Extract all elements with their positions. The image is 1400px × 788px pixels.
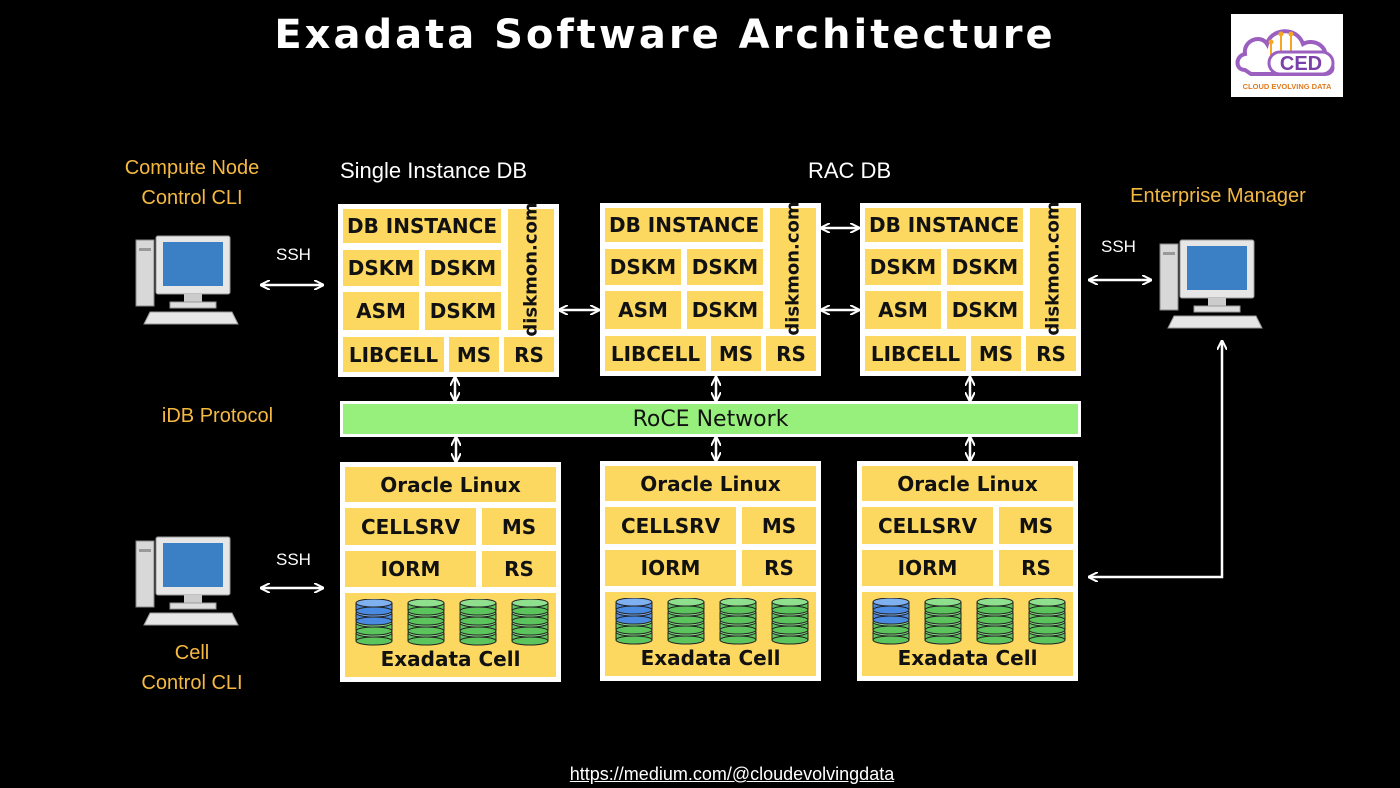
rac-db-label: RAC DB bbox=[808, 158, 892, 183]
db-node-rac-1: DB INSTANCE DSKM DSKM ASM DSKM diskmon.c… bbox=[600, 201, 821, 376]
computer-icon bbox=[1159, 239, 1263, 329]
computer-icon bbox=[135, 536, 239, 626]
cellsrv-box: CELLSRV bbox=[862, 507, 993, 544]
diskmon-box: diskmon.com bbox=[508, 202, 554, 337]
disk-stack-icon bbox=[719, 598, 757, 645]
compute-cli-line1: Compute Node bbox=[124, 157, 260, 179]
disk-stack-icon bbox=[459, 599, 497, 646]
disk-stack-icon bbox=[976, 598, 1014, 645]
dskm-box: DSKM bbox=[605, 249, 681, 285]
ssh-label-em: SSH bbox=[1101, 237, 1136, 256]
iorm-box: IORM bbox=[862, 550, 993, 586]
cell-cli-line2: Control CLI bbox=[141, 672, 243, 694]
cell-cli-line1: Cell bbox=[174, 642, 210, 664]
rs-box: RS bbox=[1026, 336, 1076, 371]
asm-box: ASM bbox=[605, 291, 681, 329]
disk-stack-icon bbox=[511, 599, 549, 646]
page-title: Exadata Software Architecture bbox=[274, 12, 1056, 58]
storage-disks-icon bbox=[615, 598, 809, 645]
cloud-logo-icon: CED CLOUD EVOLVING DATA bbox=[1235, 29, 1335, 91]
asm-box: ASM bbox=[865, 291, 941, 329]
ms-box: MS bbox=[999, 507, 1073, 544]
exadata-cell-label: Exadata Cell bbox=[640, 646, 781, 670]
ms-box: MS bbox=[449, 337, 499, 372]
iorm-box: IORM bbox=[605, 550, 736, 586]
disk-stack-icon bbox=[1028, 598, 1066, 645]
ms-box: MS bbox=[482, 508, 556, 545]
dskm-box: DSKM bbox=[687, 291, 763, 329]
dskm-box: DSKM bbox=[947, 291, 1023, 329]
libcell-box: LIBCELL bbox=[343, 337, 444, 372]
exadata-cell-label: Exadata Cell bbox=[897, 646, 1038, 670]
dskm-box: DSKM bbox=[425, 250, 501, 286]
disk-stack-icon bbox=[667, 598, 705, 645]
exadata-cell-node: Oracle Linux CELLSRV MS IORM RS Exadata … bbox=[600, 461, 821, 681]
single-instance-label: Single Instance DB bbox=[340, 158, 528, 183]
disk-stack-icon bbox=[407, 599, 445, 646]
disk-stack-icon bbox=[355, 599, 393, 646]
enterprise-manager-label: Enterprise Manager bbox=[1130, 185, 1306, 207]
ms-box: MS bbox=[742, 507, 816, 544]
exadata-cell-label: Exadata Cell bbox=[380, 647, 521, 671]
libcell-box: LIBCELL bbox=[605, 336, 706, 371]
db-instance-box: DB INSTANCE bbox=[343, 209, 501, 243]
dskm-box: DSKM bbox=[343, 250, 419, 286]
oracle-linux-box: Oracle Linux bbox=[605, 466, 816, 501]
exadata-cell-node: Oracle Linux CELLSRV MS IORM RS Exadata … bbox=[857, 461, 1078, 681]
dskm-box: DSKM bbox=[865, 249, 941, 285]
storage-disks-icon bbox=[355, 599, 549, 646]
rs-box: RS bbox=[742, 550, 816, 586]
disk-stack-icon bbox=[771, 598, 809, 645]
db-instance-box: DB INSTANCE bbox=[865, 208, 1023, 242]
em-to-cell-arrow bbox=[1090, 342, 1222, 577]
cellsrv-box: CELLSRV bbox=[605, 507, 736, 544]
idb-protocol-label: iDB Protocol bbox=[161, 405, 274, 427]
ms-box: MS bbox=[971, 336, 1021, 371]
db-node-single-instance: DB INSTANCE DSKM DSKM ASM DSKM diskmon.c… bbox=[338, 202, 559, 377]
db-node-rac-2: DB INSTANCE DSKM DSKM ASM DSKM diskmon.c… bbox=[860, 201, 1081, 376]
compute-cli-line2: Control CLI bbox=[141, 187, 243, 209]
oracle-linux-box: Oracle Linux bbox=[345, 467, 556, 502]
diskmon-box: diskmon.com bbox=[1030, 201, 1076, 336]
compute-node-cli-label: Compute Node Control CLI bbox=[102, 153, 282, 213]
svg-text:CED: CED bbox=[1280, 53, 1322, 75]
rs-box: RS bbox=[766, 336, 816, 371]
disk-stack-icon bbox=[872, 598, 910, 645]
cellsrv-box: CELLSRV bbox=[345, 508, 476, 545]
computer-icon bbox=[135, 235, 239, 325]
disk-stack-icon bbox=[924, 598, 962, 645]
cell-cli-label: Cell Control CLI bbox=[102, 638, 282, 698]
asm-box: ASM bbox=[343, 292, 419, 330]
ced-logo: CED CLOUD EVOLVING DATA bbox=[1231, 14, 1343, 97]
source-link[interactable]: https://medium.com/@cloudevolvingdata bbox=[569, 764, 895, 784]
diskmon-box: diskmon.com bbox=[770, 201, 816, 336]
ms-box: MS bbox=[711, 336, 761, 371]
iorm-box: IORM bbox=[345, 551, 476, 587]
disk-stack-icon bbox=[615, 598, 653, 645]
dskm-box: DSKM bbox=[687, 249, 763, 285]
ssh-label-cell: SSH bbox=[276, 550, 311, 569]
dskm-box: DSKM bbox=[425, 292, 501, 330]
libcell-box: LIBCELL bbox=[865, 336, 966, 371]
rs-box: RS bbox=[999, 550, 1073, 586]
rs-box: RS bbox=[504, 337, 554, 372]
roce-network-bar: RoCE Network bbox=[340, 401, 1081, 437]
rs-box: RS bbox=[482, 551, 556, 587]
exadata-cell-node: Oracle Linux CELLSRV MS IORM RS Exadata … bbox=[340, 462, 561, 682]
storage-disks-icon bbox=[872, 598, 1066, 645]
oracle-linux-box: Oracle Linux bbox=[862, 466, 1073, 501]
dskm-box: DSKM bbox=[947, 249, 1023, 285]
svg-text:CLOUD EVOLVING DATA: CLOUD EVOLVING DATA bbox=[1243, 82, 1332, 91]
ssh-label-compute: SSH bbox=[276, 245, 311, 264]
db-instance-box: DB INSTANCE bbox=[605, 208, 763, 242]
